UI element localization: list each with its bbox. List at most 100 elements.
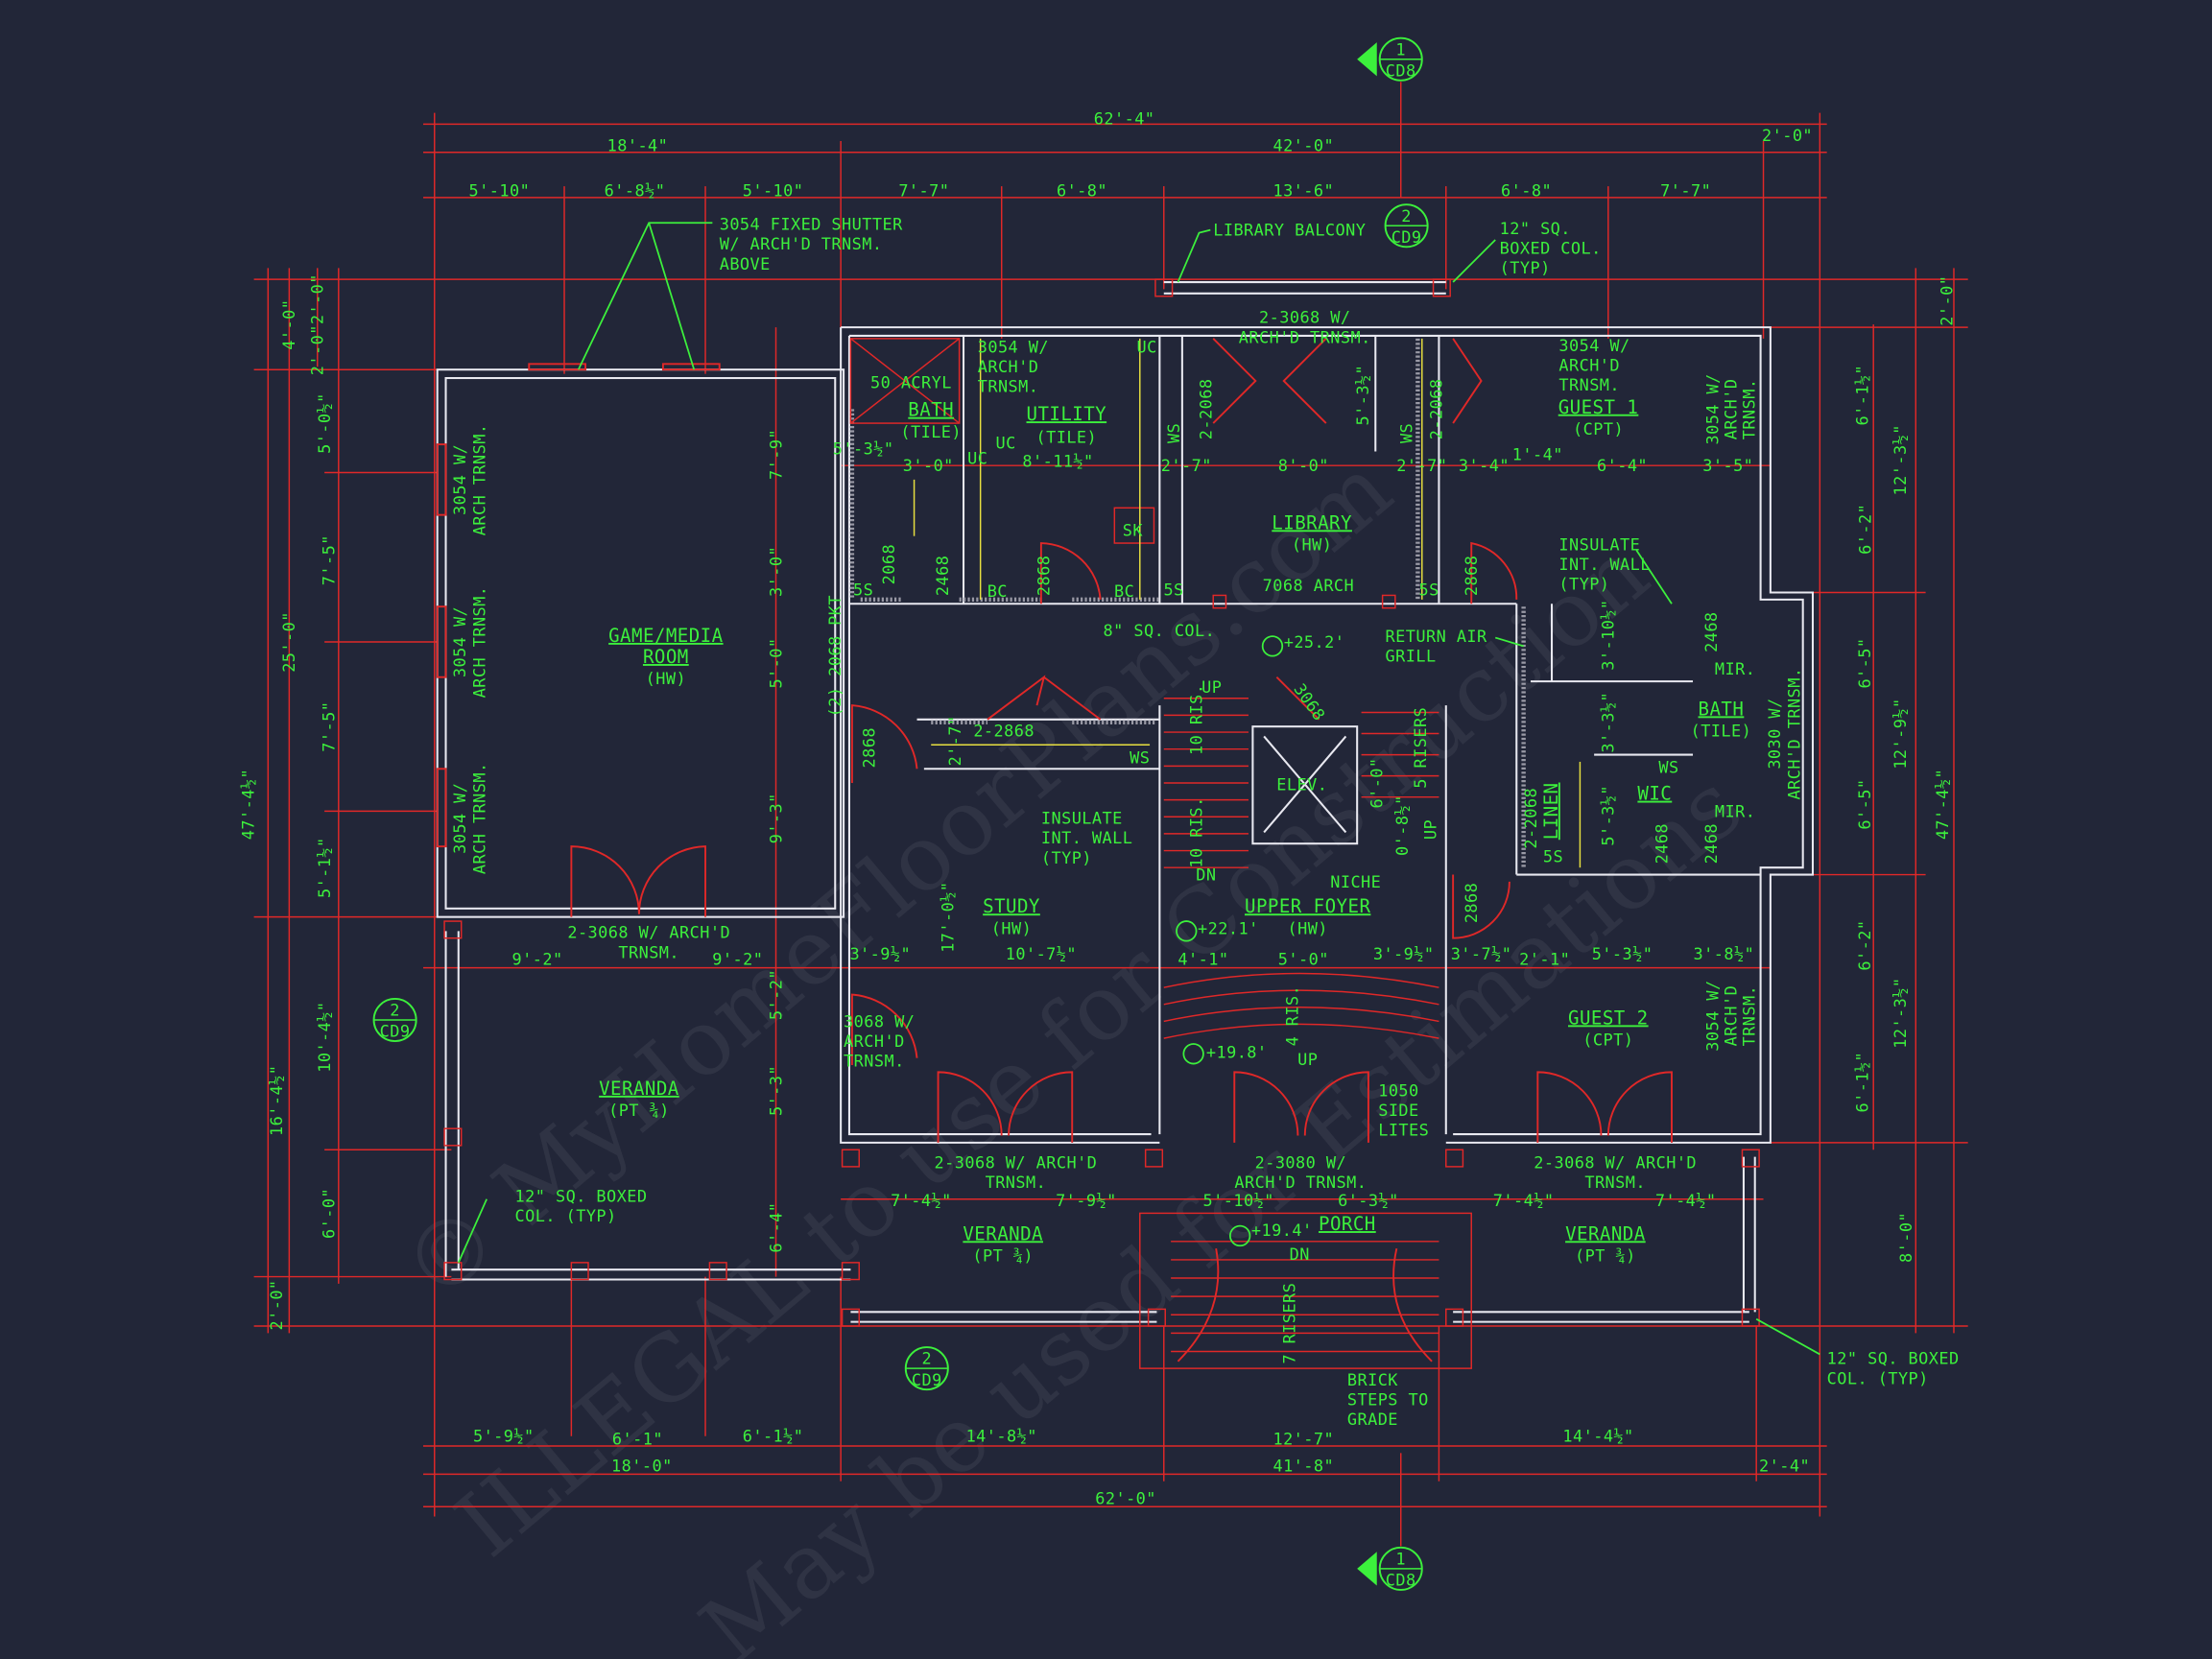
note-brick: STEPS TO (1347, 1389, 1429, 1409)
note-study-door: 3068 W/ (844, 1011, 915, 1031)
note-insulate-r: (TYP) (1558, 575, 1609, 594)
room-label-foyer: (HW) (1287, 918, 1327, 937)
room-label-bath2: (TILE) (1691, 721, 1752, 740)
section-number: 1 (1395, 1549, 1406, 1568)
room-label-utility: (TILE) (1036, 428, 1098, 447)
dimension-label: 9'-2" (712, 950, 763, 969)
dimension-label: 5'-3½" (1353, 365, 1372, 426)
fixture-tag: WS (1164, 423, 1183, 443)
dimension-label: 4'-1" (1177, 950, 1228, 969)
dimension-label: 7'-7" (1660, 180, 1711, 200)
dimension-label: 8'-0" (1896, 1212, 1915, 1263)
dimension-label: 7'-7" (898, 180, 949, 200)
fixture-lines (913, 338, 1582, 868)
dimension-label: 2'-4" (1759, 1456, 1810, 1475)
dimension-label: 3'-10½" (1599, 599, 1618, 670)
dimension-label: 2'-7" (1161, 456, 1212, 475)
note-g1-win: 3054 W/ (1558, 336, 1629, 355)
dimension-label: 5'-2" (766, 969, 785, 1020)
section-sheet: CD8 (1386, 1571, 1416, 1590)
dimension-label: 6'-8½" (605, 180, 666, 200)
fixture-tag: UC (967, 449, 987, 468)
note-boxed-r: 12" SQ. BOXED (1827, 1349, 1960, 1368)
note-entry: ARCH'D TRNSM. (1234, 1173, 1367, 1192)
note-study-doors: 2-2868 (973, 721, 1035, 740)
room-label-guest2: (CPT) (1582, 1030, 1633, 1049)
dimension-label: 5'-3½" (1599, 785, 1618, 846)
section-sheet: CD8 (1386, 60, 1416, 80)
note-shutter: W/ ARCH'D TRNSM. (720, 234, 883, 253)
dimension-label: 12'-9½" (1891, 698, 1910, 769)
dimension-label: 6'-1½" (743, 1427, 804, 1446)
note-g1-win: TRNSM. (1558, 375, 1620, 394)
door-tag: 2-2068 (1197, 379, 1216, 440)
fixture-tag: BC (1114, 581, 1134, 601)
door-tag: 2868 (1035, 556, 1054, 596)
note-util-win: ARCH'D (978, 357, 1039, 376)
room-label-veranda-right: (PT ¾) (1575, 1245, 1636, 1265)
note-boxed-top: 12" SQ. (1500, 219, 1571, 238)
stair-label: UP (1297, 1050, 1318, 1069)
window-tag: ARCH TRNSM. (470, 586, 489, 699)
dimension-label: 6'-1½" (1852, 1052, 1871, 1113)
room-label-guest1: GUEST 1 (1558, 396, 1639, 418)
fixture-tag: MIR. (1715, 801, 1755, 820)
note-arch: 7068 ARCH (1263, 576, 1354, 595)
room-label-veranda-front: VERANDA (963, 1222, 1043, 1244)
note-niche: NICHE (1330, 872, 1381, 891)
window-tag: TRNSM. (1740, 985, 1759, 1047)
dimension-label: 6'-0" (1368, 757, 1387, 808)
note-brick: BRICK (1347, 1370, 1398, 1389)
dimension-lines (253, 82, 1968, 1547)
doors (436, 338, 1673, 1363)
dimension-label: 12'-3½" (1891, 424, 1910, 495)
dimension-label: 6'-4" (1597, 456, 1648, 475)
door-tag: 2868 (1462, 556, 1481, 596)
fixture-tag: MIR. (1715, 659, 1755, 678)
dimension-label: 5'-0½" (315, 392, 334, 454)
door-tag: 2068 (879, 544, 898, 584)
note-study-front: TRNSM. (986, 1173, 1047, 1192)
dimension-label: 25'-0" (279, 611, 298, 673)
dimension-label: 8'-0" (1278, 456, 1329, 475)
note-boxed-r: COL. (TYP) (1827, 1368, 1929, 1387)
note-util-win: 3054 W/ (978, 338, 1049, 357)
hatched-walls (849, 338, 1526, 868)
dimension-label: 5'-3" (766, 1065, 785, 1116)
dimension-label: 3'-7½" (1451, 944, 1512, 963)
note-elev2: +22.1' (1198, 918, 1259, 937)
dimension-label: 3'-3½" (1599, 692, 1618, 753)
dimension-label: 7'-5" (319, 701, 338, 752)
note-pocket-door: (2) 2068 PKT (825, 595, 844, 717)
dimension-label: 3'-9½" (849, 944, 911, 963)
window-tag: TRNSM. (1740, 379, 1759, 440)
fixture-tag: WS (1130, 747, 1150, 767)
dimension-label: 14'-4½" (1562, 1427, 1633, 1446)
dimension-label: 2'-7" (1396, 456, 1447, 475)
note-boxed-l: COL. (TYP) (515, 1206, 617, 1225)
dimension-label: 5'-9½" (473, 1427, 535, 1446)
dimension-label: 5'-0" (1278, 950, 1329, 969)
section-number: 2 (390, 1001, 400, 1020)
window-tag: ARCH TRNSM. (470, 762, 489, 874)
window-tag: 3054 W/ (1702, 373, 1722, 444)
window-tag: 3030 W/ (1765, 698, 1784, 769)
dimension-label: 7'-9½" (1056, 1191, 1117, 1210)
note-shutter: 3054 FIXED SHUTTER (720, 215, 903, 234)
room-label-bath1: (TILE) (900, 422, 962, 441)
door-tag: 2468 (1701, 611, 1721, 652)
dimension-label: 18'-0" (611, 1456, 673, 1475)
dimension-label: 6'-3½" (1338, 1191, 1399, 1210)
note-shutter: ABOVE (720, 254, 771, 273)
note-sq-col: 8" SQ. COL. (1104, 621, 1216, 640)
room-label-veranda-left: (PT ¾) (608, 1101, 670, 1120)
dimension-label: 3'-9½" (1373, 944, 1435, 963)
note-boxed-top: BOXED COL. (1500, 239, 1602, 258)
room-label-utility: UTILITY (1027, 403, 1107, 425)
